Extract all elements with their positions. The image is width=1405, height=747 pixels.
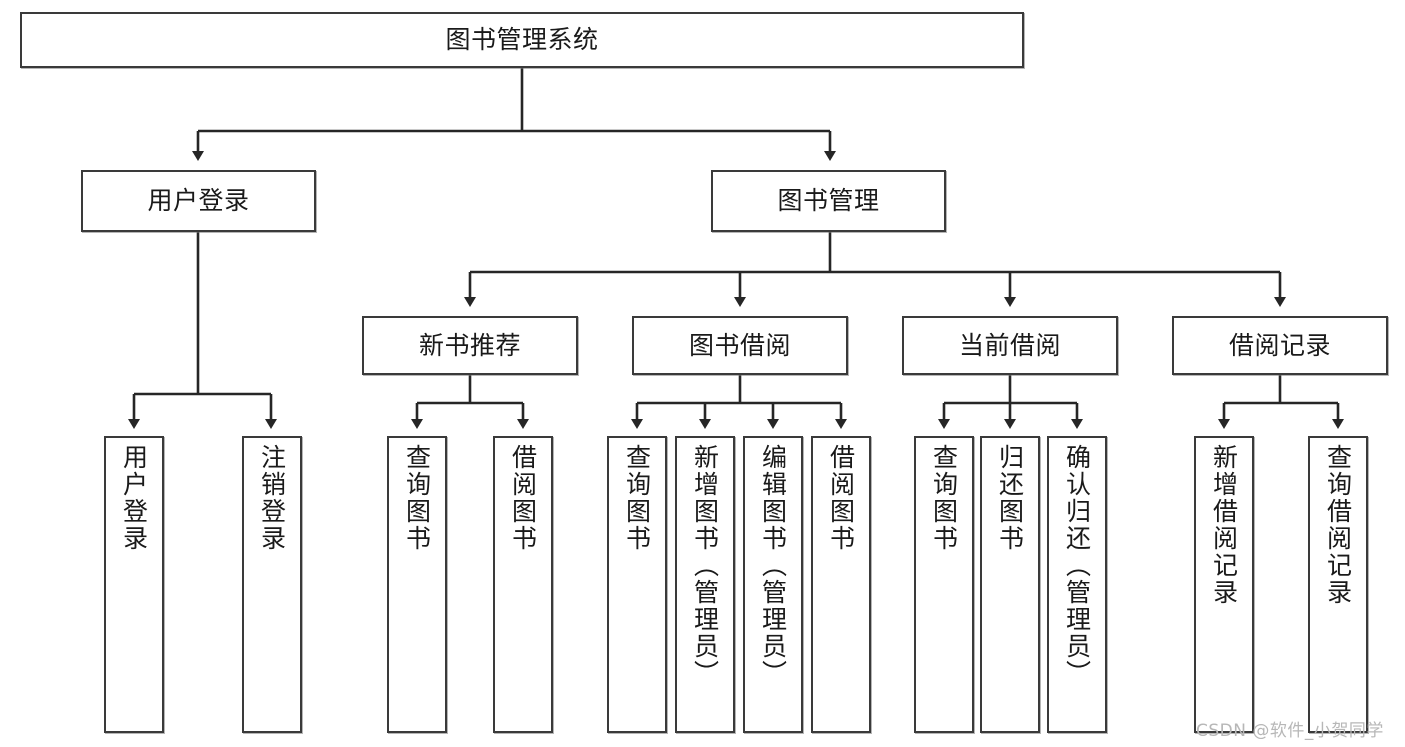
node-label: 借阅图书 bbox=[508, 444, 538, 552]
leaf-borrow-borrow-book[interactable]: 借阅图书 bbox=[811, 436, 871, 733]
csdn-watermark: CSDN @软件_小贺同学 bbox=[1196, 721, 1384, 741]
leaf-record-query[interactable]: 查询借阅记录 bbox=[1308, 436, 1368, 733]
leaf-current-query-book[interactable]: 查询图书 bbox=[914, 436, 974, 733]
node-book-borrow[interactable]: 图书借阅 bbox=[632, 316, 848, 375]
leaf-current-confirm-return[interactable]: 确认归还（管理员） bbox=[1047, 436, 1107, 733]
node-label: 借阅记录 bbox=[1228, 330, 1331, 360]
node-borrow-record[interactable]: 借阅记录 bbox=[1172, 316, 1388, 375]
node-label: 注销登录 bbox=[257, 444, 287, 552]
node-label: 新增借阅记录 bbox=[1209, 444, 1239, 606]
node-label: 归还图书 bbox=[995, 444, 1025, 552]
node-label: 确认归还（管理员） bbox=[1062, 444, 1092, 687]
node-label: 用户登录 bbox=[147, 186, 250, 215]
leaf-borrow-edit-book[interactable]: 编辑图书（管理员） bbox=[743, 436, 803, 733]
node-current-borrow[interactable]: 当前借阅 bbox=[902, 316, 1118, 375]
node-label: 图书借阅 bbox=[688, 330, 791, 360]
node-user-login[interactable]: 用户登录 bbox=[81, 170, 316, 232]
leaf-borrow-query-book[interactable]: 查询图书 bbox=[607, 436, 667, 733]
node-root-system[interactable]: 图书管理系统 bbox=[20, 12, 1024, 68]
leaf-new-book-borrow[interactable]: 借阅图书 bbox=[493, 436, 553, 733]
node-label: 图书管理系统 bbox=[445, 25, 599, 54]
node-label: 查询图书 bbox=[622, 444, 652, 552]
node-label: 查询图书 bbox=[929, 444, 959, 552]
node-book-management[interactable]: 图书管理 bbox=[711, 170, 946, 232]
leaf-user-login-login[interactable]: 用户登录 bbox=[104, 436, 164, 733]
leaf-user-login-logout[interactable]: 注销登录 bbox=[242, 436, 302, 733]
node-label: 查询图书 bbox=[402, 444, 432, 552]
node-label: 借阅图书 bbox=[826, 444, 856, 552]
node-label: 图书管理 bbox=[777, 186, 880, 215]
leaf-record-add[interactable]: 新增借阅记录 bbox=[1194, 436, 1254, 733]
node-label: 当前借阅 bbox=[958, 330, 1061, 360]
leaf-borrow-add-book[interactable]: 新增图书（管理员） bbox=[675, 436, 735, 733]
node-label: 新增图书（管理员） bbox=[690, 444, 720, 687]
leaf-current-return-book[interactable]: 归还图书 bbox=[980, 436, 1040, 733]
node-label: 用户登录 bbox=[119, 444, 149, 552]
node-new-book-recommend[interactable]: 新书推荐 bbox=[362, 316, 578, 375]
leaf-new-book-query[interactable]: 查询图书 bbox=[387, 436, 447, 733]
node-label: 查询借阅记录 bbox=[1323, 444, 1353, 606]
node-label: 新书推荐 bbox=[418, 330, 521, 360]
node-label: 编辑图书（管理员） bbox=[758, 444, 788, 687]
